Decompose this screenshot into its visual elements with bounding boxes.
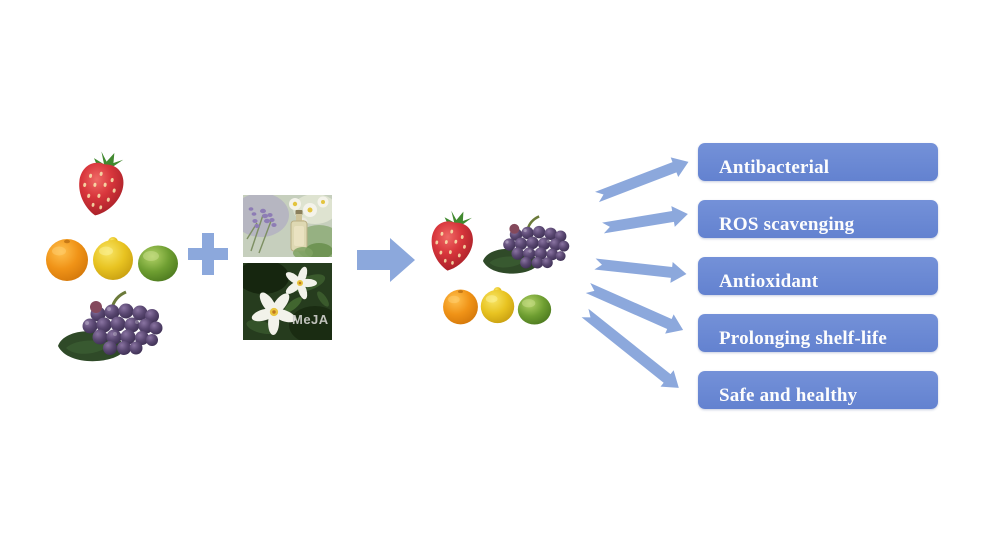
outcome-box-prolonging-shelf-life: Prolonging shelf-life [698, 314, 938, 352]
orange-icon [46, 239, 88, 281]
outcome-label: ROS scavenging [719, 214, 855, 235]
outcome-label: Antibacterial [719, 157, 830, 178]
essential-oils-photo [243, 195, 332, 257]
outcome-box-ros-scavenging: ROS scavenging [698, 200, 938, 238]
arrow-to-antibacterial [595, 157, 689, 203]
right-arrow-icon [357, 238, 415, 282]
strawberry-icon [427, 207, 478, 274]
strawberry-icon [73, 147, 130, 220]
arrow-to-safe-healthy [581, 308, 679, 388]
outcome-box-antibacterial: Antibacterial [698, 143, 938, 181]
outcome-label: Safe and healthy [719, 385, 858, 406]
lime-icon [517, 294, 552, 325]
orange-icon [443, 289, 478, 325]
jasmine-flowers-photo [243, 263, 332, 340]
lime-icon [138, 245, 178, 282]
arrow-to-ros-scavenging [602, 206, 688, 234]
plus-icon [188, 233, 228, 275]
arrow-to-shelf-life [585, 282, 684, 334]
outcome-box-safe-and-healthy: Safe and healthy [698, 371, 938, 409]
grapes-icon [56, 290, 164, 363]
meja-label: MeJA [292, 312, 329, 327]
outcome-box-antioxidant: Antioxidant [698, 257, 938, 295]
outcome-label: Prolonging shelf-life [719, 328, 887, 349]
lemon-icon [93, 237, 133, 280]
grapes-icon [481, 215, 571, 275]
arrow-to-antioxidant [594, 258, 687, 283]
lemon-icon [480, 287, 515, 324]
outcome-label: Antioxidant [719, 271, 819, 292]
